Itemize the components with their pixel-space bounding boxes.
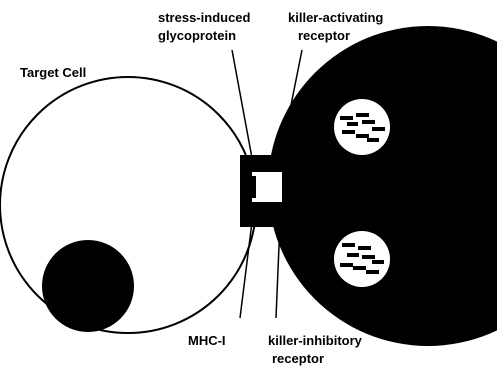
- killer-cell-granule-upper: [334, 99, 390, 155]
- label-activating-receptor: receptor: [298, 28, 350, 43]
- label-killer-activating: killer-activating: [288, 10, 383, 25]
- killer-cell: [268, 26, 497, 346]
- binding-pocket: [252, 172, 282, 202]
- label-target-cell: Target Cell: [20, 65, 86, 80]
- label-mhc: MHC-I: [188, 333, 226, 348]
- label-stress-induced: stress-induced: [158, 10, 251, 25]
- label-glycoprotein: glycoprotein: [158, 28, 236, 43]
- label-killer-inhibitory: killer-inhibitory: [268, 333, 363, 348]
- killer-cell-granule-lower: [334, 231, 390, 287]
- target-cell-nucleus: [42, 240, 134, 332]
- synapse-region: [240, 155, 292, 227]
- label-inhibitory-receptor: receptor: [272, 351, 324, 366]
